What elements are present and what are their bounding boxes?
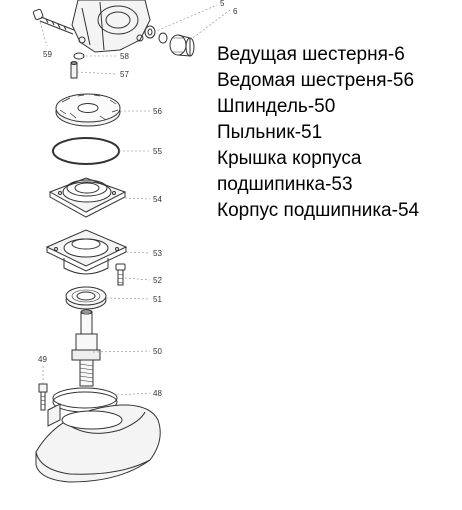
part-number-5: 5	[220, 0, 225, 8]
bearing-cover-53	[45, 229, 128, 275]
part-number-58: 58	[120, 52, 129, 61]
part-number-55: 55	[153, 147, 162, 156]
bolt-49	[38, 383, 48, 411]
screw-52	[115, 263, 126, 286]
part-number-56: 56	[153, 107, 162, 116]
part-number-52: 52	[153, 276, 162, 285]
part-number-49: 49	[38, 355, 47, 364]
legend-line-dust-seal: Пыльник-51	[217, 122, 323, 143]
bolt-59	[32, 8, 75, 35]
legend-line-bearing-box: Корпус подшипника-54	[217, 200, 420, 221]
wheel-guard	[35, 404, 161, 483]
part-number-48: 48	[153, 389, 162, 398]
gear-housing	[71, 0, 151, 53]
drive-gear-6	[169, 34, 195, 57]
legend-line-drive-gear: Ведущая шестерня-6	[217, 44, 405, 65]
parts-legend: Ведущая шестерня-6 Ведомая шестреня-56 Ш…	[217, 42, 462, 224]
spindle-50	[71, 309, 101, 387]
part-number-51: 51	[153, 295, 162, 304]
o-ring-55	[52, 137, 120, 165]
bearing-51	[65, 286, 107, 310]
part-number-59: 59	[43, 50, 52, 59]
washer-small	[158, 32, 168, 44]
bevel-gear-56	[55, 93, 121, 127]
legend-line-bearing-cover: Крышка корпуса	[217, 148, 362, 169]
retaining-ring-5	[144, 25, 156, 39]
legend-line-driven-gear: Ведомая шестреня-56	[217, 70, 415, 91]
bearing-box-54	[48, 177, 127, 218]
pin-57	[70, 61, 78, 79]
legend-line-spindle: Шпиндель-50	[217, 96, 336, 117]
leader-lines	[39, 4, 231, 396]
part-number-54: 54	[153, 195, 162, 204]
legend-line-bearing-cover-number: подшипинка-53	[217, 174, 353, 195]
part-number-53: 53	[153, 249, 162, 258]
part-number-50: 50	[153, 347, 162, 356]
part-number-6: 6	[233, 7, 238, 16]
part-number-57: 57	[120, 70, 129, 79]
